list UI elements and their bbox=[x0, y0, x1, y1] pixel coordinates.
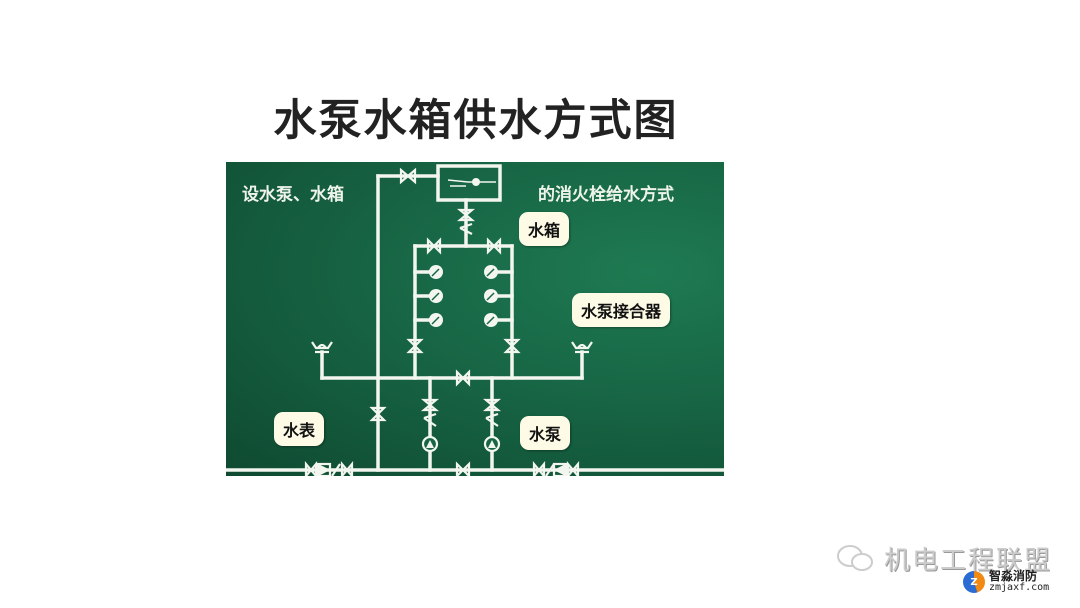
caption-right: 的消火栓给水方式 bbox=[538, 185, 674, 205]
gate-valve-icon bbox=[304, 167, 580, 476]
callout-pump-adapter: 水泵接合器 bbox=[572, 293, 671, 327]
pipe-network-diagram bbox=[226, 164, 724, 476]
diagram-board: 设水泵、水箱 的消火栓给水方式 水箱 水泵接合器 水表 水泵 bbox=[226, 162, 724, 476]
callout-water-tank: 水箱 bbox=[519, 212, 570, 246]
pump-adapter-icon bbox=[311, 341, 593, 354]
pump-icon bbox=[421, 435, 501, 453]
brand-logo: Z 智淼消防 zmjaxf.com bbox=[963, 570, 1049, 594]
brand-name: 智淼消防 bbox=[989, 569, 1038, 583]
wechat-account-label: 机电工程联盟 bbox=[884, 546, 1053, 576]
page-title: 水泵水箱供水方式图 bbox=[273, 96, 679, 146]
caption-left: 设水泵、水箱 bbox=[242, 185, 344, 205]
brand-url: zmjaxf.com bbox=[989, 582, 1050, 593]
callout-water-pump: 水泵 bbox=[520, 416, 571, 450]
wechat-watermark: 机电工程联盟 bbox=[836, 540, 1052, 577]
brand-badge-icon: Z bbox=[963, 571, 985, 593]
callout-water-meter: 水表 bbox=[274, 412, 325, 446]
wechat-icon bbox=[837, 544, 873, 571]
